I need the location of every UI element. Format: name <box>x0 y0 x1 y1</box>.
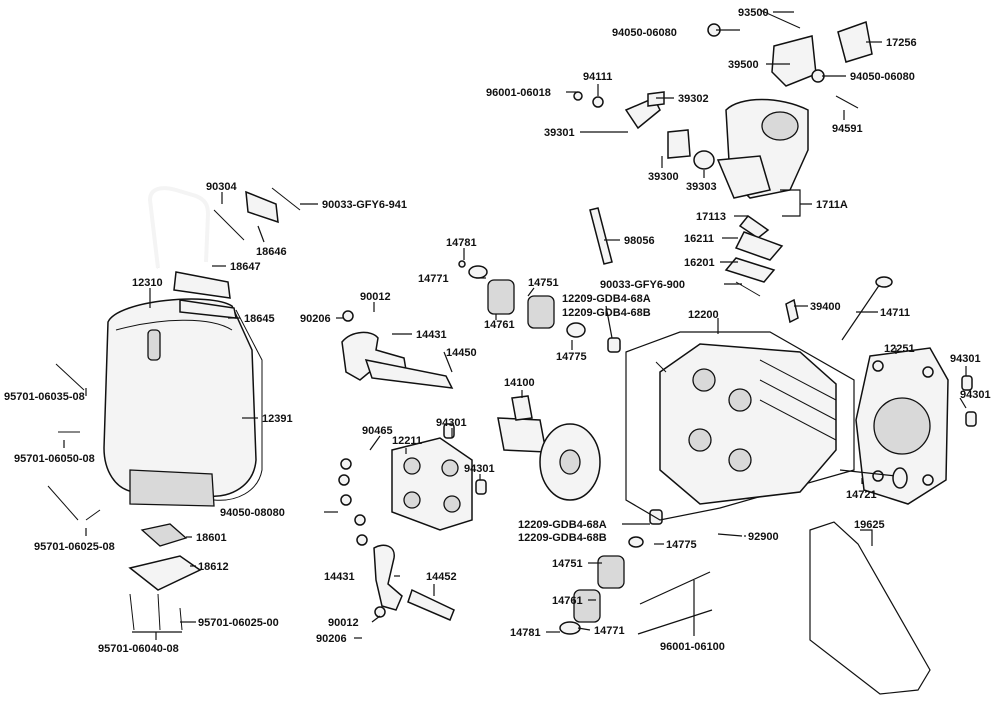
label-14775-top: 14775 <box>556 351 587 363</box>
label-90012-bottom: 90012 <box>328 617 359 629</box>
label-94301-a: 94301 <box>950 353 981 365</box>
label-95701-06025-08: 95701-06025-08 <box>34 541 115 553</box>
label-39303: 39303 <box>686 181 717 193</box>
label-90033-gfy6-900: 90033-GFY6-900 <box>600 279 685 291</box>
label-12391: 12391 <box>262 413 293 425</box>
label-18612: 18612 <box>198 561 229 573</box>
label-14431-bottom: 14431 <box>324 571 355 583</box>
label-39300: 39300 <box>648 171 679 183</box>
label-95701-06040-08: 95701-06040-08 <box>98 643 179 655</box>
label-18646: 18646 <box>256 246 287 258</box>
label-12209-gdb4-68a-top: 12209-GDB4-68A <box>562 293 651 305</box>
breather-pipe <box>147 186 231 299</box>
label-18645: 18645 <box>244 313 275 325</box>
label-14751-bottom: 14751 <box>552 558 583 570</box>
label-12209-gdb4-68a-bottom: 12209-GDB4-68A <box>518 519 607 531</box>
label-94301-d: 94301 <box>464 463 495 475</box>
label-90206-top: 90206 <box>300 313 331 325</box>
valve-springs-upper <box>458 260 621 353</box>
label-39302: 39302 <box>678 93 709 105</box>
label-96001-06018: 96001-06018 <box>486 87 551 99</box>
label-90033-gfy6-941: 90033-GFY6-941 <box>322 199 407 211</box>
label-16201: 16201 <box>684 257 715 269</box>
label-95701-06035-08: 95701-06035-08 <box>4 391 85 403</box>
label-39400: 39400 <box>810 301 841 313</box>
label-14751-top: 14751 <box>528 277 559 289</box>
label-14452: 14452 <box>426 571 457 583</box>
label-14771-bottom: 14771 <box>594 625 625 637</box>
cylinder-head-cover <box>103 298 263 507</box>
label-14431-top: 14431 <box>416 329 447 341</box>
leader-lines <box>63 11 967 640</box>
label-14100: 14100 <box>504 377 535 389</box>
label-14761-bottom: 14761 <box>552 595 583 607</box>
label-12310: 12310 <box>132 277 163 289</box>
label-94050-06080-b: 94050-06080 <box>850 71 915 83</box>
plate-18646 <box>245 190 279 224</box>
label-12211: 12211 <box>392 435 422 447</box>
label-93500: 93500 <box>738 7 769 19</box>
cylinder-head-frame <box>625 331 855 521</box>
label-92900: 92900 <box>748 531 779 543</box>
part-18612 <box>128 555 202 591</box>
label-17256: 17256 <box>886 37 917 49</box>
label-16211: 16211 <box>684 233 714 245</box>
label-98056: 98056 <box>624 235 655 247</box>
label-95701-06050-08: 95701-06050-08 <box>14 453 95 465</box>
pins-92900 <box>717 533 743 537</box>
label-95701-06025-00: 95701-06025-00 <box>198 617 279 629</box>
camshaft <box>497 395 601 501</box>
label-39500: 39500 <box>728 59 759 71</box>
label-94050-06080-a: 94050-06080 <box>612 27 677 39</box>
label-19625: 19625 <box>854 519 885 531</box>
intake-assembly <box>573 9 873 324</box>
head-gasket <box>855 347 949 505</box>
rocker-holder <box>391 437 473 531</box>
label-12209-gdb4-68b-bottom: 12209-GDB4-68B <box>518 532 607 544</box>
label-14775-bottom: 14775 <box>666 539 697 551</box>
label-17113: 17113 <box>696 211 726 223</box>
label-14761-top: 14761 <box>484 319 515 331</box>
label-12200: 12200 <box>688 309 719 321</box>
label-90206-bottom: 90206 <box>316 633 347 645</box>
valve-springs-lower <box>559 509 663 635</box>
label-14781-top: 14781 <box>446 237 477 249</box>
part-number-labels: 93500 17256 94050-06080 39500 94050-0608… <box>4 7 991 655</box>
label-12251: 12251 <box>884 343 915 355</box>
cylinder-head <box>655 343 837 505</box>
label-14771-top: 14771 <box>418 273 449 285</box>
label-18647: 18647 <box>230 261 261 273</box>
label-14781-bottom: 14781 <box>510 627 541 639</box>
label-90304: 90304 <box>206 181 237 193</box>
label-14450: 14450 <box>446 347 477 359</box>
cover-bolts <box>47 187 301 631</box>
label-14721: 14721 <box>846 489 877 501</box>
label-39301: 39301 <box>544 127 575 139</box>
dowel-pins <box>338 375 977 546</box>
label-14711: 14711 <box>880 307 910 319</box>
chain-guide-19625 <box>809 521 931 695</box>
label-94301-c: 94301 <box>436 417 467 429</box>
label-94111: 94111 <box>583 71 612 83</box>
part-18601 <box>140 523 188 547</box>
spark-plug <box>589 207 613 265</box>
label-94050-08080: 94050-08080 <box>220 507 285 519</box>
long-studs <box>637 571 713 635</box>
label-96001-06100: 96001-06100 <box>660 641 725 653</box>
label-94301-b: 94301 <box>960 389 991 401</box>
label-94591: 94591 <box>832 123 863 135</box>
label-18601: 18601 <box>196 532 227 544</box>
rocker-assembly <box>341 310 455 621</box>
label-90465: 90465 <box>362 425 393 437</box>
label-12209-gdb4-68b-top: 12209-GDB4-68B <box>562 307 651 319</box>
label-90012-top: 90012 <box>360 291 391 303</box>
label-1711a: 1711A <box>816 199 848 211</box>
